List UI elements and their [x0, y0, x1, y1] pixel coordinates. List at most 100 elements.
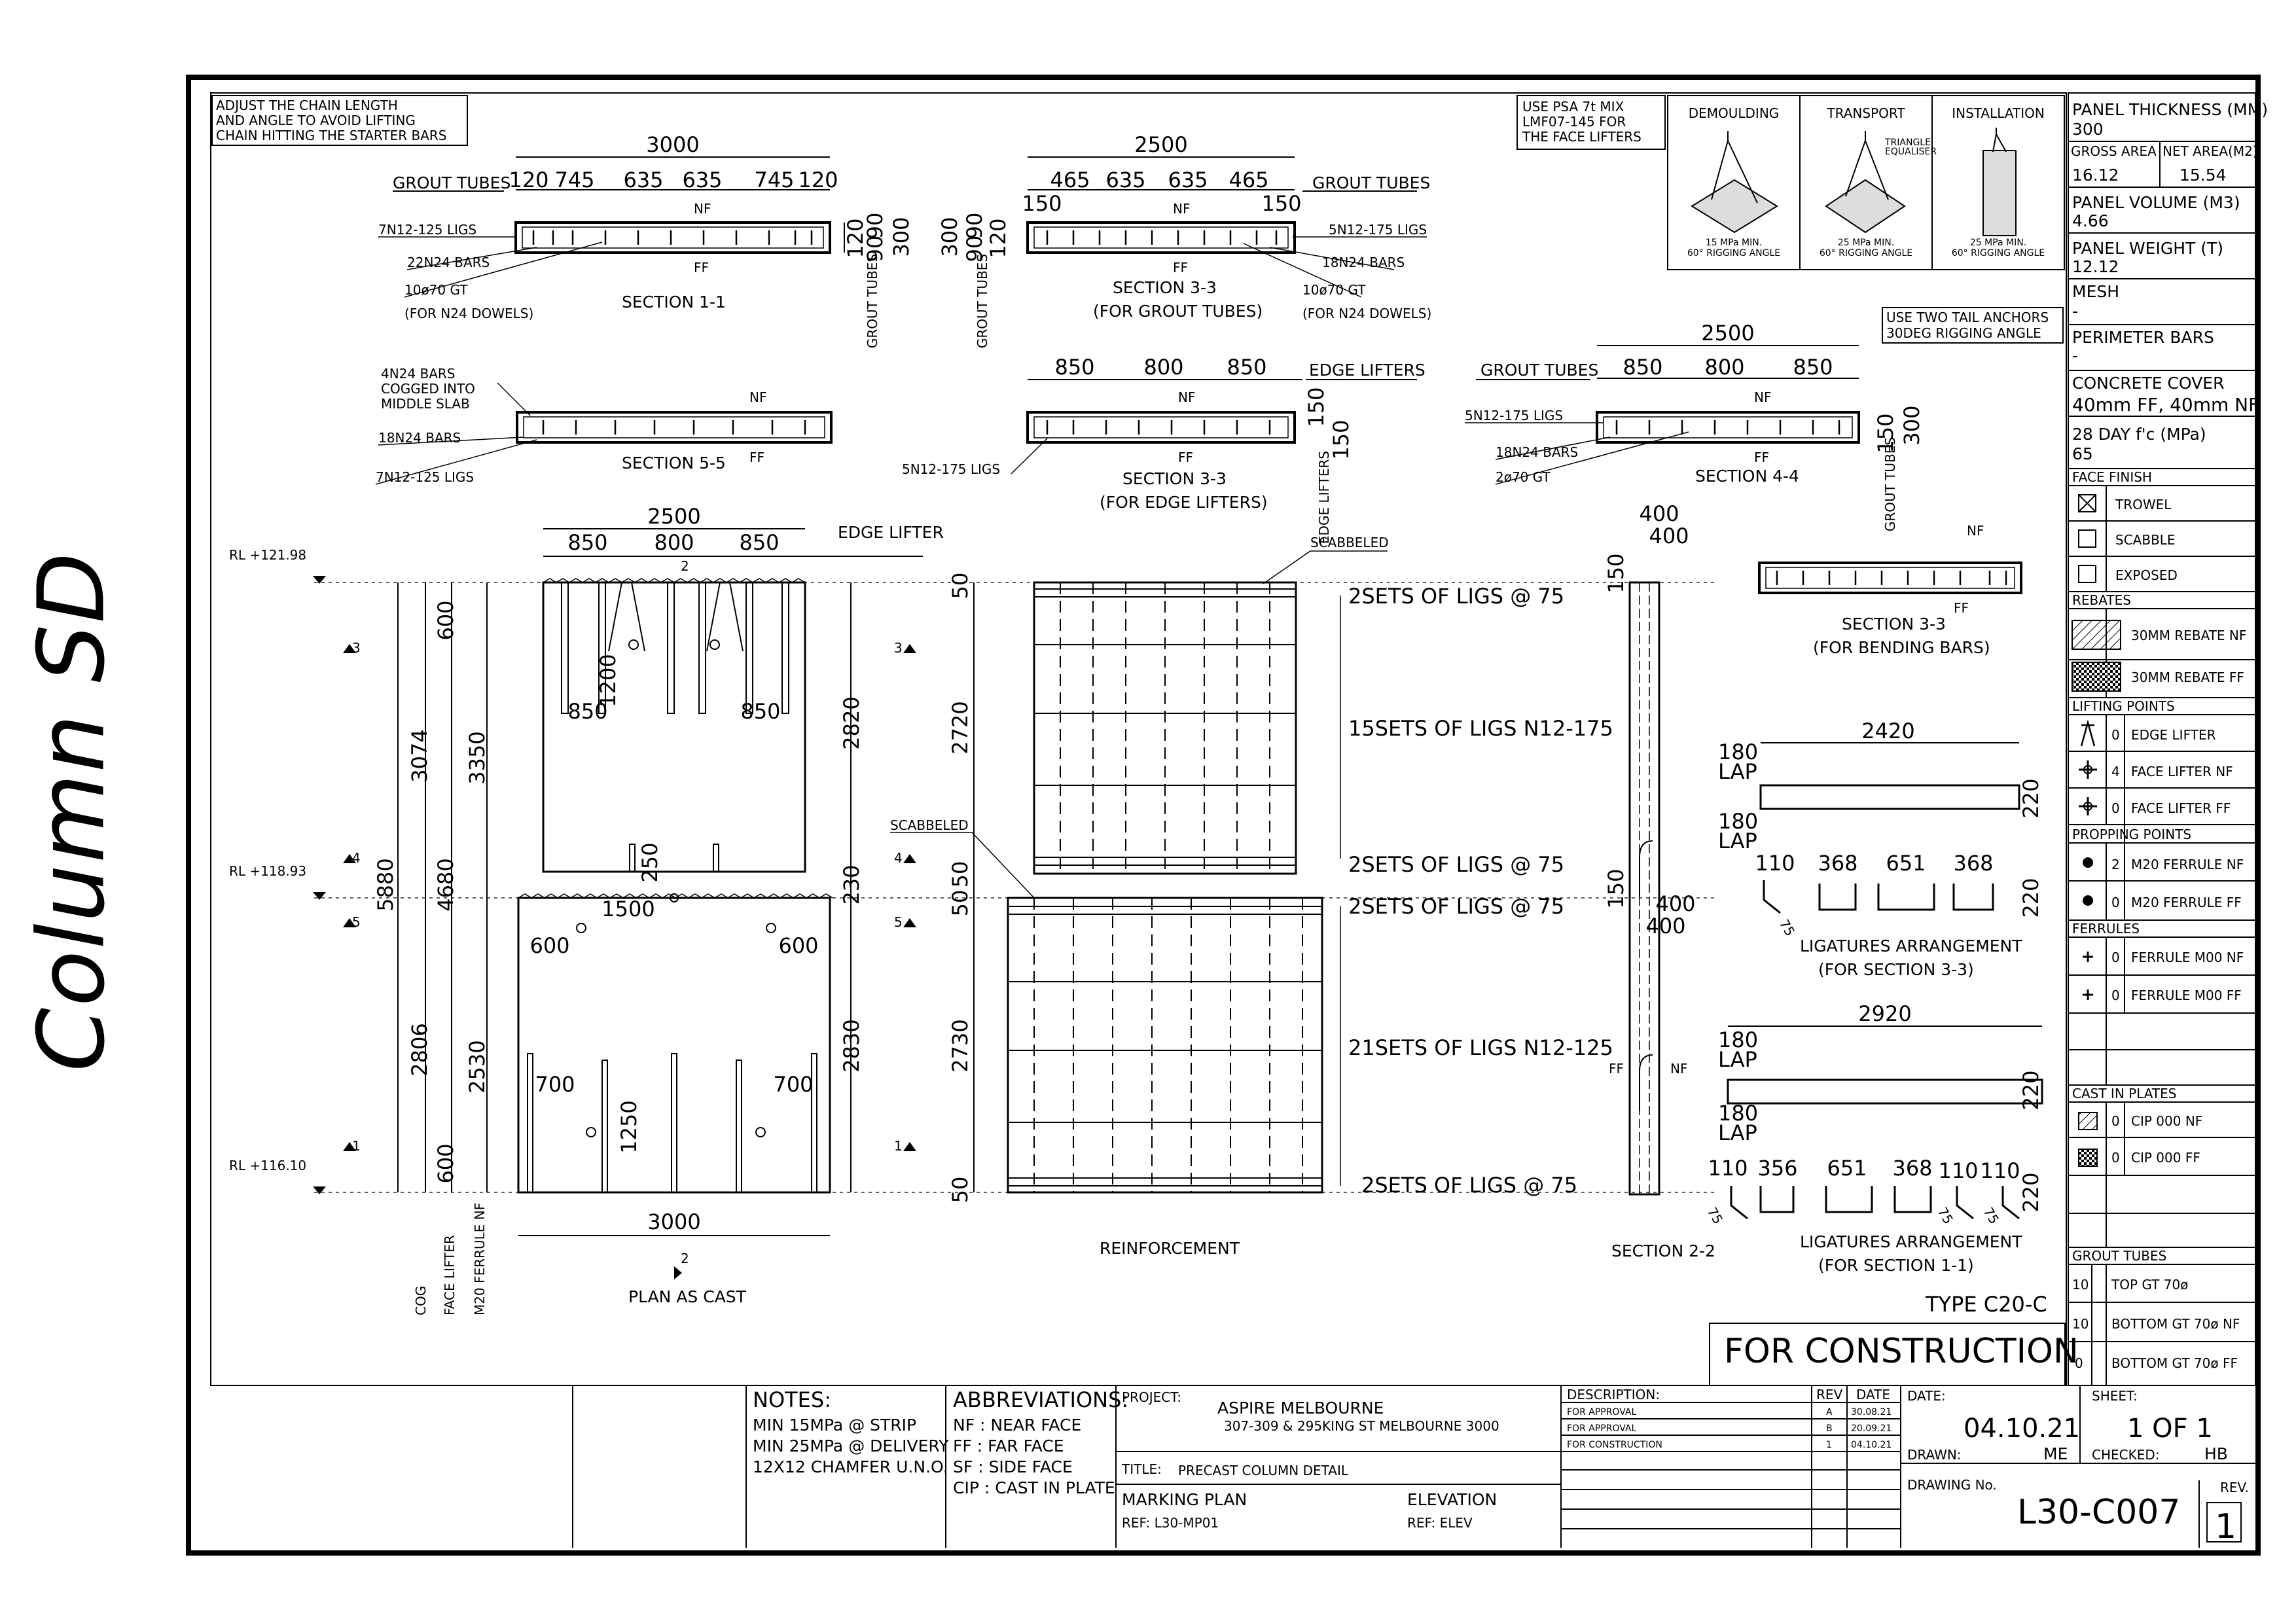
svg-text:5N12-175 LIGS: 5N12-175 LIGS	[902, 461, 1000, 477]
svg-text:2920: 2920	[1858, 1001, 1911, 1026]
svg-text:10: 10	[2072, 1277, 2089, 1293]
svg-text:110: 110	[1938, 1158, 1978, 1183]
svg-text:EDGE LIFTERS: EDGE LIFTERS	[1309, 361, 1426, 380]
svg-text:2SETS OF LIGS @ 75: 2SETS OF LIGS @ 75	[1348, 894, 1564, 919]
psa-note-line: USE PSA 7t MIX	[1522, 99, 1624, 115]
svg-text:30MM REBATE FF: 30MM REBATE FF	[2131, 669, 2244, 685]
svg-text:15.54: 15.54	[2179, 166, 2227, 185]
svg-text:GROUT TUBES: GROUT TUBES	[2072, 1248, 2166, 1264]
svg-text:850: 850	[567, 699, 607, 724]
svg-text:3: 3	[894, 640, 903, 656]
svg-text:NF: NF	[694, 201, 711, 217]
svg-text:150: 150	[1329, 419, 1354, 459]
svg-text:TITLE:: TITLE:	[1121, 1461, 1162, 1477]
svg-text:SECTION 3-3: SECTION 3-3	[1842, 615, 1946, 633]
svg-text:2420: 2420	[1861, 719, 1914, 743]
svg-text:MARKING PLAN: MARKING PLAN	[1122, 1490, 1247, 1509]
svg-text:LIFTING POINTS: LIFTING POINTS	[2072, 698, 2175, 714]
svg-text:GROUT TUBES: GROUT TUBES	[1480, 361, 1598, 380]
svg-text:1 OF 1: 1 OF 1	[2127, 1414, 2213, 1444]
svg-text:RL +118.93: RL +118.93	[229, 863, 306, 879]
svg-text:7N12-125 LIGS: 7N12-125 LIGS	[376, 469, 474, 485]
svg-text:465: 465	[1229, 168, 1268, 192]
svg-text:75: 75	[1935, 1205, 1957, 1227]
svg-text:120: 120	[509, 168, 548, 192]
svg-text:REF: L30-MP01: REF: L30-MP01	[1122, 1515, 1219, 1531]
psa-note-line: LMF07-145 FOR	[1522, 114, 1626, 130]
chain-note-line: AND ANGLE TO AVOID LIFTING	[216, 113, 416, 128]
svg-text:600: 600	[778, 933, 818, 958]
svg-text:12X12 CHAMFER U.N.O.: 12X12 CHAMFER U.N.O.	[753, 1457, 948, 1476]
svg-text:635: 635	[682, 168, 722, 192]
svg-text:15SETS OF LIGS N12-175: 15SETS OF LIGS N12-175	[1348, 716, 1613, 741]
svg-text:NF: NF	[1178, 389, 1195, 405]
svg-text:(FOR SECTION 3-3): (FOR SECTION 3-3)	[1818, 960, 1974, 979]
svg-text:0: 0	[2075, 1355, 2083, 1371]
svg-text:2: 2	[681, 1251, 689, 1266]
svg-text:GROSS AREA: GROSS AREA	[2071, 143, 2157, 159]
svg-text:850: 850	[1054, 355, 1094, 380]
svg-text:BOTTOM GT 70ø NF: BOTTOM GT 70ø NF	[2111, 1316, 2240, 1332]
svg-text:RL +116.10: RL +116.10	[229, 1158, 306, 1173]
svg-text:PLAN AS CAST: PLAN AS CAST	[628, 1287, 747, 1306]
svg-text:BOTTOM GT 70ø FF: BOTTOM GT 70ø FF	[2111, 1355, 2238, 1371]
svg-text:180: 180	[1718, 740, 1758, 764]
svg-text:SHEET:: SHEET:	[2092, 1388, 2138, 1404]
svg-text:120: 120	[843, 218, 868, 258]
svg-text:230: 230	[839, 865, 864, 904]
svg-text:600: 600	[433, 1143, 458, 1183]
svg-text:FOR APPROVAL: FOR APPROVAL	[1567, 1423, 1636, 1434]
svg-text:LIGATURES ARRANGEMENT: LIGATURES ARRANGEMENT	[1800, 936, 2022, 955]
svg-text:PRECAST COLUMN DETAIL: PRECAST COLUMN DETAIL	[1178, 1463, 1349, 1478]
svg-text:(FOR N24 DOWELS): (FOR N24 DOWELS)	[404, 306, 533, 321]
svg-text:20.09.21: 20.09.21	[1851, 1423, 1892, 1434]
reinforcement-elevation: 50 2720 50 50 2730 50 SCABBELED SCABBELE…	[890, 535, 1613, 1258]
svg-text:GROUT TUBES: GROUT TUBES	[393, 173, 511, 192]
svg-text:180: 180	[1718, 1027, 1758, 1052]
svg-text:150: 150	[1873, 413, 1898, 453]
svg-text:400: 400	[1649, 524, 1689, 548]
svg-text:(FOR GROUT TUBES): (FOR GROUT TUBES)	[1093, 302, 1263, 321]
svg-text:850: 850	[1623, 355, 1662, 380]
svg-text:60° RIGGING ANGLE: 60° RIGGING ANGLE	[1820, 248, 1912, 259]
svg-text:307-309 & 295KING ST MELBOURNE: 307-309 & 295KING ST MELBOURNE 3000	[1224, 1418, 1499, 1434]
transport-note: EQUALISER	[1885, 147, 1937, 157]
svg-text:5: 5	[352, 914, 361, 930]
svg-text:(FOR SECTION 1-1): (FOR SECTION 1-1)	[1818, 1256, 1974, 1275]
svg-text:150: 150	[1304, 387, 1329, 427]
svg-text:180: 180	[1718, 809, 1758, 834]
svg-text:REINFORCEMENT: REINFORCEMENT	[1100, 1239, 1240, 1258]
for-construction-stamp: FOR CONSTRUCTION	[1724, 1332, 2079, 1371]
svg-text:5N12-175 LIGS: 5N12-175 LIGS	[1465, 408, 1563, 423]
svg-text:220: 220	[2018, 1070, 2043, 1110]
svg-text:400: 400	[1639, 501, 1679, 526]
svg-text:FF: FF	[1954, 600, 1969, 616]
svg-text:ME: ME	[2043, 1444, 2068, 1463]
svg-text:28 DAY f'c (MPa): 28 DAY f'c (MPa)	[2072, 425, 2206, 444]
svg-text:FF: FF	[1754, 450, 1769, 465]
svg-text:850: 850	[567, 530, 607, 555]
svg-text:SF : SIDE FACE: SF : SIDE FACE	[953, 1457, 1073, 1476]
svg-text:2830: 2830	[839, 1019, 864, 1072]
ligatures-3-3: 2420 180 LAP 180 LAP 220 110 368 651 368…	[1718, 719, 2043, 979]
svg-text:3350: 3350	[465, 731, 490, 784]
svg-text:(FOR BENDING BARS): (FOR BENDING BARS)	[1813, 638, 1990, 657]
svg-text:150: 150	[1604, 553, 1628, 593]
svg-text:651: 651	[1886, 851, 1926, 876]
svg-text:2: 2	[2111, 857, 2120, 872]
svg-text:400: 400	[1645, 914, 1685, 938]
svg-text:368: 368	[1953, 851, 1993, 876]
svg-text:10ø70 GT: 10ø70 GT	[404, 282, 468, 298]
svg-text:110: 110	[1755, 851, 1795, 876]
svg-text:30MM REBATE NF: 30MM REBATE NF	[2131, 628, 2246, 643]
svg-text:FOR APPROVAL: FOR APPROVAL	[1567, 1407, 1636, 1418]
svg-text:FERRULES: FERRULES	[2072, 921, 2140, 936]
svg-text:5: 5	[894, 914, 903, 930]
svg-text:1250: 1250	[617, 1100, 641, 1153]
svg-text:12.12: 12.12	[2072, 257, 2119, 276]
svg-text:90: 90	[863, 213, 888, 240]
svg-text:2820: 2820	[839, 696, 864, 749]
section-4-4: 2500 850 800 850 GROUT TUBES NF FF 5N12-…	[1465, 321, 1924, 531]
svg-text:DRAWN:: DRAWN:	[1907, 1447, 1962, 1463]
lifting-stages-panel: DEMOULDING TRANSPORT INSTALLATION TRIANG…	[1667, 95, 2065, 270]
